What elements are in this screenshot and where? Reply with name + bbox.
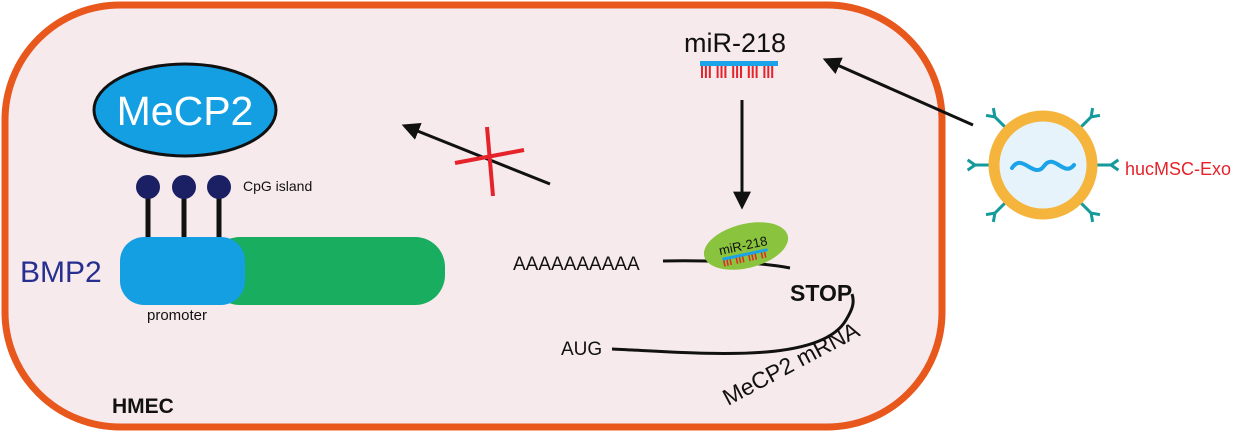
mirna-bound-complex: miR-218 bbox=[703, 222, 789, 270]
mirna-base-tick bbox=[755, 66, 758, 78]
exosome-spike-fork bbox=[991, 107, 997, 118]
mirna-base-tick bbox=[735, 257, 739, 264]
cpg-dot bbox=[172, 175, 196, 199]
mirna-base-tick bbox=[751, 254, 754, 261]
exosome-spike-fork bbox=[1110, 163, 1120, 172]
mirna-base-tick bbox=[732, 66, 735, 78]
mirna-base-tick bbox=[724, 66, 727, 78]
mirna-base-tick bbox=[736, 66, 739, 78]
inhibition-x-icon bbox=[454, 126, 525, 197]
mirna-base-tick bbox=[754, 253, 758, 260]
aug-codon-label: AUG bbox=[561, 339, 602, 360]
mirna-free: miR-218 bbox=[684, 28, 786, 78]
arrow-exosome-to-mirna bbox=[822, 57, 974, 127]
exosome-rna-icon bbox=[1010, 159, 1076, 173]
exosome-spike bbox=[993, 115, 1008, 130]
poly-a-tail: AAAAAAAAAA bbox=[513, 254, 640, 275]
mirna-base-tick bbox=[771, 66, 774, 78]
mirna-base-tick bbox=[767, 66, 770, 78]
promoter-label: promoter bbox=[147, 307, 207, 324]
exosome-spike-fork bbox=[966, 158, 976, 167]
stop-codon-label: STOP bbox=[790, 280, 852, 306]
mirna-base-tick bbox=[747, 66, 750, 78]
mirna-base-tick bbox=[763, 66, 766, 78]
mirna-base-tick bbox=[740, 66, 742, 78]
mirna-base-tick bbox=[748, 254, 751, 262]
mirna-base-tick bbox=[723, 260, 726, 267]
cpg-island: CpG island bbox=[136, 175, 312, 240]
mirna-base-tick bbox=[716, 66, 719, 78]
mirna-base-tick bbox=[726, 259, 729, 266]
mirna-base-tick bbox=[741, 256, 745, 263]
cell-label: HMEC bbox=[112, 395, 174, 418]
cpg-island-label: CpG island bbox=[243, 178, 312, 194]
bmp2-label: BMP2 bbox=[20, 256, 102, 289]
bmp2-gene: BMP2 promoter bbox=[20, 237, 445, 324]
mirna-base-tick bbox=[704, 66, 707, 78]
exosome: hucMSC-Exo bbox=[966, 107, 1231, 223]
mirna-base-tick bbox=[738, 256, 742, 264]
mirna-bound-base-ticks bbox=[723, 251, 767, 267]
mecp2-protein-label: MeCP2 bbox=[117, 88, 254, 134]
mirna-label: miR-218 bbox=[684, 28, 786, 58]
mirna-bar bbox=[700, 61, 778, 66]
mirna-base-tick bbox=[760, 252, 764, 259]
promoter-region bbox=[120, 237, 245, 305]
mirna-base-tick bbox=[729, 258, 733, 266]
mirna-base-tick bbox=[708, 66, 711, 78]
mecp2-protein: MeCP2 bbox=[92, 62, 278, 158]
arrow-to-mecp2 bbox=[401, 122, 551, 186]
exosome-label: hucMSC-Exo bbox=[1125, 159, 1231, 179]
exosome-spike bbox=[993, 200, 1008, 215]
mirna-base-tick bbox=[720, 66, 723, 78]
cpg-dot bbox=[136, 175, 160, 199]
exosome-spike-fork bbox=[1089, 212, 1095, 223]
mirna-base-tick bbox=[763, 251, 767, 258]
exosome-spike bbox=[1078, 200, 1093, 215]
cpg-dot bbox=[207, 175, 231, 199]
exosome-spike-fork bbox=[985, 211, 996, 217]
mrna-strand-lower bbox=[611, 293, 855, 355]
mirna-base-ticks bbox=[701, 66, 774, 78]
mirna-bound-bar bbox=[722, 248, 768, 261]
gene-body bbox=[210, 237, 445, 305]
mirna-base-tick bbox=[701, 66, 703, 78]
exosome-spike bbox=[1078, 115, 1093, 130]
mirna-base-tick bbox=[751, 66, 754, 78]
exosome-spike-fork bbox=[1090, 113, 1101, 119]
exosome-surface-markers bbox=[966, 107, 1120, 223]
blocked-arrow bbox=[401, 122, 551, 197]
